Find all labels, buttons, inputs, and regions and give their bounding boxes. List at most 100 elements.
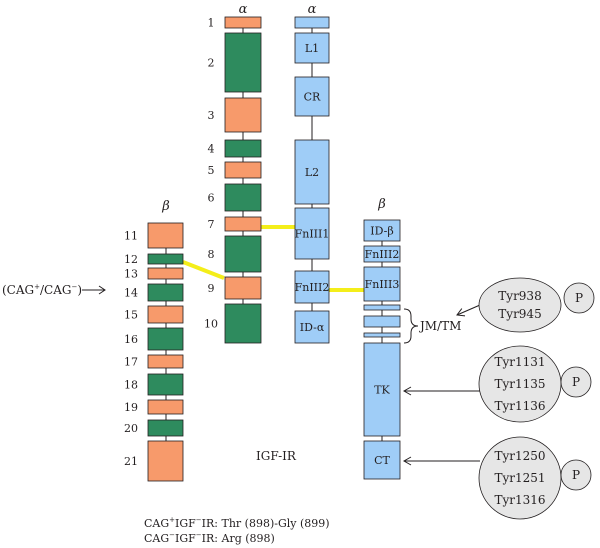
phospho-circle-1 [563, 282, 595, 314]
beta-exon-11 [147, 222, 184, 249]
alpha-domain-cr-label: CR [304, 91, 321, 104]
alpha-domain-fniii2 [294, 270, 330, 304]
alpha-domain-l1-label: L1 [305, 42, 319, 55]
igf-ir-label: IGF-IR [256, 449, 297, 463]
alpha-exon-3 [224, 97, 262, 133]
alpha-domain-fniii2-label: FnIII2 [295, 281, 330, 294]
beta-domain-fniii2 [363, 245, 401, 263]
cag-arrow [82, 285, 106, 295]
cag-variant-label: (CAG+/CAG−) [2, 283, 82, 297]
alpha-exon-9 [224, 276, 262, 300]
tyrosine-site-tyr1136: Tyr1136 [494, 399, 545, 413]
beta-exon-number-21: 21 [124, 455, 138, 468]
beta-domain-tk-label: TK [374, 384, 390, 397]
tyrosine-site-tyr1316: Tyr1316 [494, 493, 545, 507]
alpha-exon-8 [224, 235, 262, 273]
alpha-exon-7 [224, 216, 262, 232]
alpha-exon-6 [224, 183, 262, 212]
tyrosine-sites: PTyr938Tyr945PTyr1131Tyr1135Tyr1136PTyr1… [402, 277, 595, 520]
beta-exon-13 [147, 267, 184, 280]
alpha-exon-number-8: 8 [208, 248, 215, 261]
alpha-exon-1 [224, 16, 262, 29]
beta-exon-17 [147, 354, 184, 369]
beta-domain-fniii2-label: FnIII2 [365, 248, 400, 261]
alpha-exon-number-5: 5 [208, 164, 215, 177]
alpha-exon-number-4: 4 [208, 143, 215, 156]
tyrosine-site-tyr1135: Tyr1135 [494, 377, 545, 391]
tyrosine-site-tyr938: Tyr938 [498, 289, 541, 303]
jm-tm-brace [403, 308, 419, 344]
jm-tm-label: JM/TM [418, 319, 461, 333]
beta-exon-number-18: 18 [124, 379, 138, 392]
alpha-exon-number-1: 1 [208, 17, 215, 30]
beta-exon-14 [147, 283, 184, 302]
alpha-exon-number-10: 10 [204, 318, 218, 331]
beta-domain-fniii3-label: FnIII3 [365, 278, 400, 291]
alpha-exon-2 [224, 32, 262, 93]
beta-exon-number-13: 13 [124, 268, 138, 281]
beta-domain-ct [363, 440, 401, 480]
beta-exon-number-20: 20 [124, 422, 138, 435]
alpha-domain-l1 [294, 32, 330, 64]
footnote-cag-plus: CAG+IGF−IR: Thr (898)-Gly (899) [144, 516, 330, 530]
alpha-signal-bar [294, 16, 330, 29]
alpha-domain-id-α-label: ID-α [300, 321, 325, 334]
alpha-exon-number-6: 6 [208, 192, 215, 205]
tyrosine-site-tyr945: Tyr945 [498, 307, 541, 321]
connector-lines [165, 17, 383, 481]
alpha-domain-l2-label: L2 [305, 166, 319, 179]
alpha-exon-10 [224, 303, 262, 344]
alpha-exon-number-2: 2 [208, 57, 215, 70]
beta-exon-number-11: 11 [124, 230, 138, 243]
phospho-circle-2 [560, 366, 592, 398]
phospho-label-3: P [572, 468, 580, 482]
beta-exon-19 [147, 399, 184, 415]
alpha-protein-header: α [308, 2, 317, 17]
beta-exon-15 [147, 305, 184, 324]
beta-domain-id-β-label: ID-β [370, 225, 393, 238]
beta-exon-18 [147, 373, 184, 396]
beta-jm-tm-segment-2 [363, 315, 401, 328]
alpha-domain-l2 [294, 139, 330, 205]
phospho-label-1: P [575, 291, 583, 305]
beta-domain-ct-label: CT [374, 454, 390, 467]
beta-protein-header: β [377, 197, 386, 212]
phospho-label-2: P [572, 375, 580, 389]
alpha-exon-5 [224, 161, 262, 179]
alpha-gene-header: α [239, 2, 248, 17]
tyrosine-site-tyr1250: Tyr1250 [494, 449, 545, 463]
tyrosine-arrowhead-2 [402, 386, 412, 396]
alpha-domain-cr [294, 76, 330, 117]
beta-jm-tm-segment-1 [363, 304, 401, 311]
beta-exon-number-15: 15 [124, 309, 138, 322]
tyrosine-arrow-1 [456, 304, 481, 316]
tyrosine-site-tyr1251: Tyr1251 [494, 471, 545, 485]
beta-exon-16 [147, 327, 184, 351]
phospho-circle-3 [560, 459, 592, 491]
beta-exon-number-14: 14 [124, 287, 138, 300]
beta-exon-number-19: 19 [124, 401, 138, 414]
beta-exon-21 [147, 440, 184, 482]
beta-exon-number-12: 12 [124, 253, 138, 266]
footnote-cag-minus: CAG−IGF−IR: Arg (898) [144, 531, 275, 545]
beta-exon-12 [147, 253, 184, 265]
beta-gene-header: β [161, 199, 170, 214]
tyrosine-arrowhead-3 [402, 456, 412, 466]
beta-domain-tk [363, 342, 401, 437]
beta-domain-fniii3 [363, 266, 401, 302]
tyrosine-site-tyr1131: Tyr1131 [494, 355, 545, 369]
alpha-exon-number-3: 3 [208, 109, 215, 122]
tyrosine-circle-1 [478, 277, 562, 333]
beta-jm-tm-segment-3 [363, 332, 401, 338]
beta-exon-number-16: 16 [124, 333, 138, 346]
tyrosine-arrowhead-1 [456, 308, 466, 317]
alpha-domain-fniii1 [294, 207, 330, 260]
